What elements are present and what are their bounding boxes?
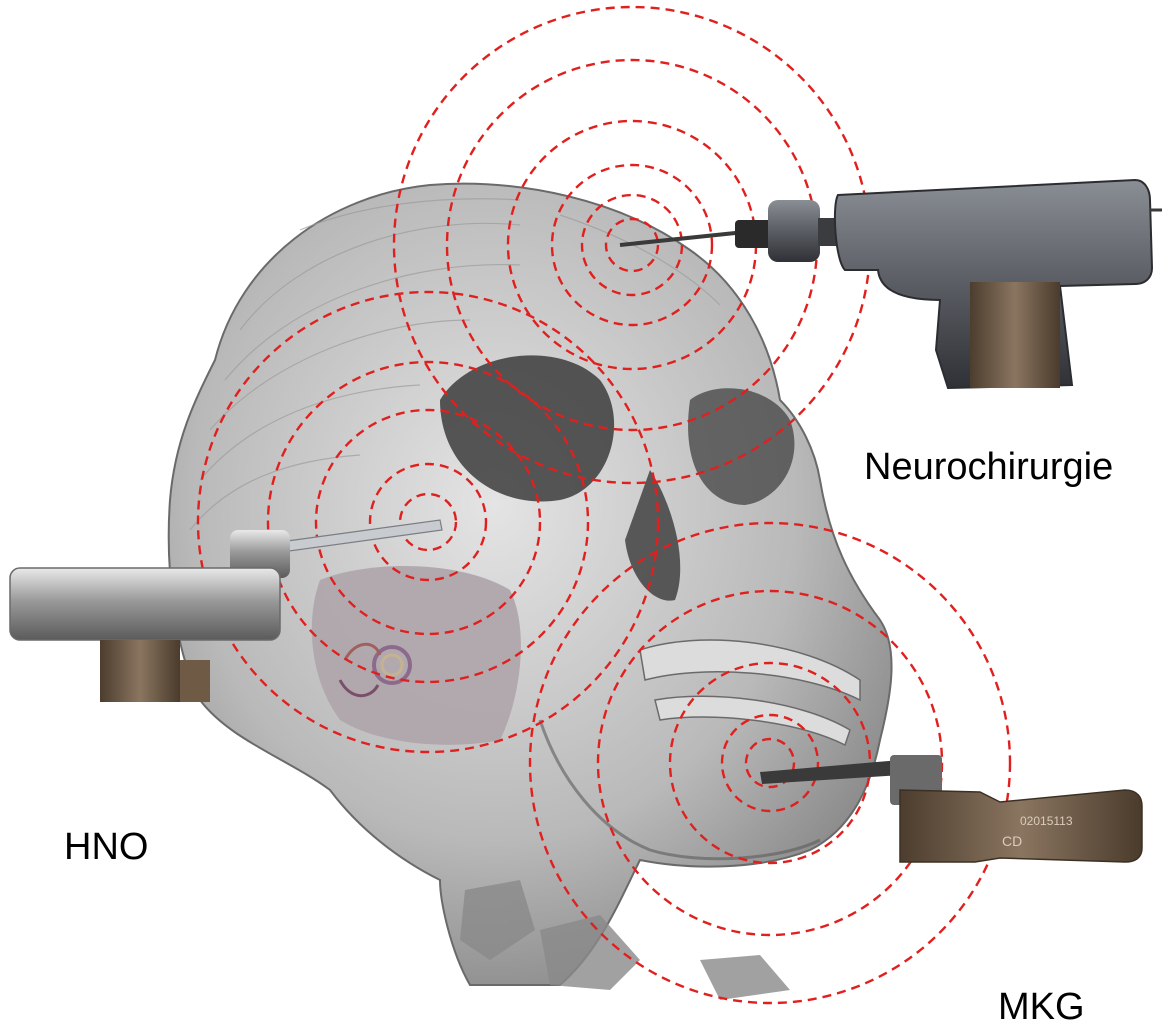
label-mkg: MKG xyxy=(998,988,1085,1026)
label-neurochirurgie: Neurochirurgie xyxy=(864,448,1113,486)
label-hno: HNO xyxy=(64,828,148,866)
saw-marking-brand: CD xyxy=(1002,833,1022,849)
ear-region xyxy=(312,566,521,745)
saw-marking-serial: 02015113 xyxy=(1020,814,1073,828)
